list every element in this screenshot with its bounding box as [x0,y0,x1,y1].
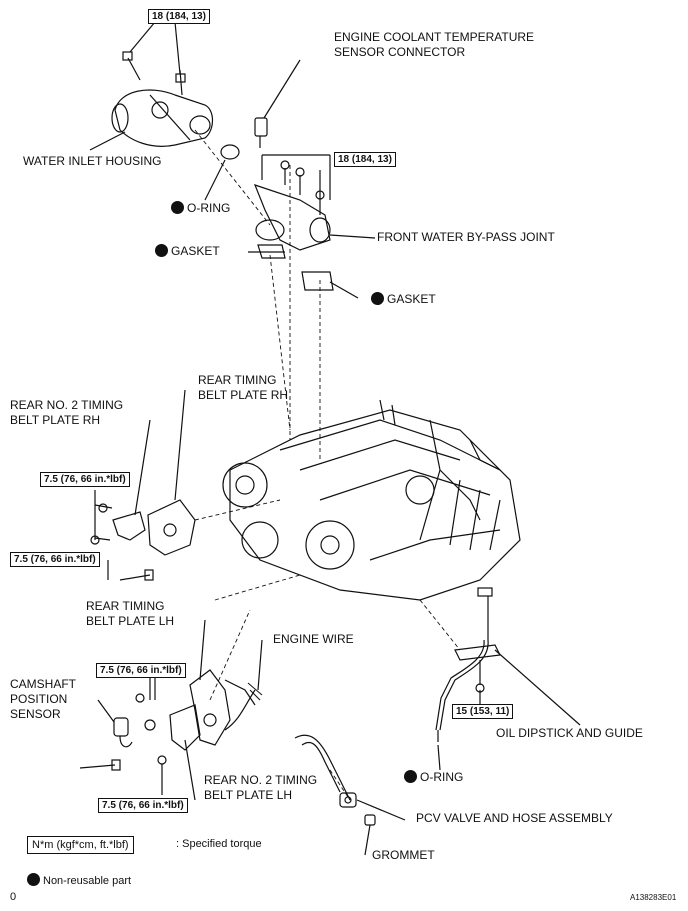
bolts-rh [90,503,154,581]
nonreusable-dot-icon [171,201,184,214]
label-dipstick: OIL DIPSTICK AND GUIDE [496,726,643,740]
label-rear-no2-rh: REAR NO. 2 TIMING BELT PLATE RH [10,398,124,427]
sensor-connector-part [254,59,301,148]
torque-rh-lower: 7.5 (76, 66 in.*lbf) [10,552,100,567]
engine-block [222,399,521,601]
label-rear-plate-rh: REAR TIMING BELT PLATE RH [198,373,289,402]
label-camshaft-sensor: CAMSHAFT POSITION SENSOR [10,677,76,721]
rear-timing-belt-plate-rh-part [112,499,196,556]
label-pcv: PCV VALVE AND HOSE ASSEMBLY [416,811,613,825]
torque-bypass: 18 (184, 13) [334,152,396,167]
o-ring-top-part [220,144,240,160]
torque-dipstick: 15 (153, 11) [452,704,514,719]
label-front-bypass: FRONT WATER BY-PASS JOINT [377,230,555,244]
torque-top-left: 18 (184, 13) [148,9,210,24]
torque-lh-upper: 7.5 (76, 66 in.*lbf) [96,663,186,678]
torque-rh-upper: 7.5 (76, 66 in.*lbf) [40,472,130,487]
dashed-guides [194,129,461,801]
legend-torque-text: : Specified torque [176,838,262,850]
front-water-bypass-joint-part [253,160,331,251]
bolt-top-left [122,51,141,81]
legend-torque-unit: N*m (kgf*cm, ft.*lbf) [27,836,134,854]
bolt-top-right [175,69,186,96]
label-o-ring-top: O-RING [171,201,230,216]
water-inlet-housing-part [111,89,214,147]
nonreusable-dot-icon [27,873,40,886]
torque-lh-lower: 7.5 (76, 66 in.*lbf) [98,798,188,813]
label-grommet: GROMMET [372,848,435,862]
corner-left: 0 [10,891,17,903]
label-water-inlet-housing: WATER INLET HOUSING [23,154,162,168]
legend-nonreusable: Non-reusable part [27,873,131,889]
engine-wire-part [224,682,263,731]
label-rear-no2-lh: REAR NO. 2 TIMING BELT PLATE LH [204,773,318,802]
bolts-lh [79,693,167,771]
gasket-right-part [301,271,334,291]
label-sensor-connector: ENGINE COOLANT TEMPERATURE SENSOR CONNEC… [334,30,535,59]
nonreusable-dot-icon [371,292,384,305]
label-gasket-right: GASKET [371,292,436,307]
rear-timing-belt-plate-lh-part [169,669,256,751]
label-rear-plate-lh: REAR TIMING BELT PLATE LH [86,599,175,628]
nonreusable-dot-icon [155,244,168,257]
label-engine-wire: ENGINE WIRE [273,632,354,646]
camshaft-sensor-part [113,717,156,748]
nonreusable-dot-icon [404,770,417,783]
label-o-ring-bottom: O-RING [404,770,463,785]
figure-code: A138283E01 [630,893,677,902]
gasket-left-part [257,244,286,259]
label-gasket-left: GASKET [155,244,220,259]
